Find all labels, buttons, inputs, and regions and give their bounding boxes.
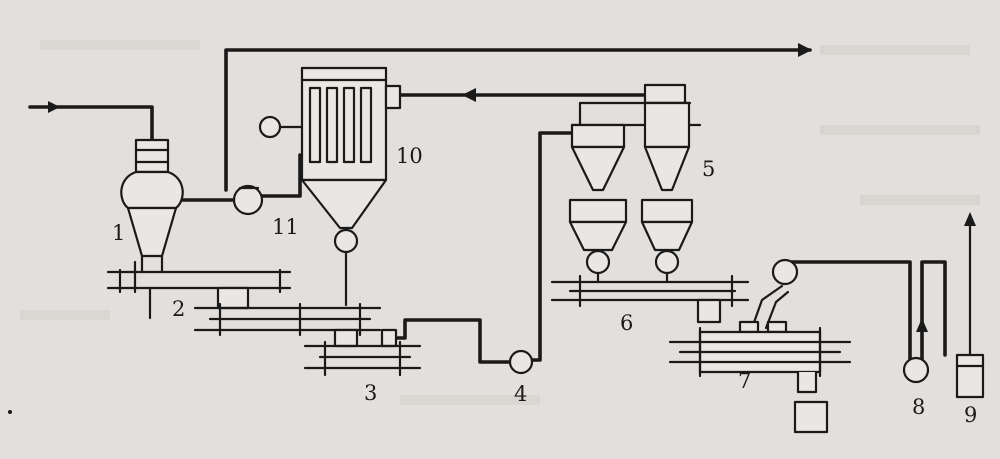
exhaust-arrow-icon (798, 43, 812, 57)
collector-arrow-icon (964, 212, 976, 226)
pipe-8-to-9 (920, 260, 947, 362)
unit-1-mill (120, 138, 184, 274)
unit-11-fan (232, 184, 264, 216)
label-4: 4 (514, 382, 527, 406)
top-exhaust-pipe (224, 48, 812, 192)
return-arrow-icon (462, 88, 476, 102)
label-7: 7 (738, 369, 751, 393)
label-9: 9 (964, 403, 977, 427)
riser-arrow-icon (916, 318, 928, 332)
unit-7-rotary-unit (668, 258, 852, 434)
pipe-11-to-10 (260, 153, 302, 198)
unit-6-conveyor (550, 271, 750, 324)
inlet-arrow-icon (48, 101, 60, 113)
unit-4-fan (508, 349, 534, 375)
label-3: 3 (364, 381, 377, 405)
unit-labels: 1 2 3 4 5 6 7 8 9 10 11 (112, 144, 977, 427)
label-5: 5 (702, 157, 715, 181)
label-11: 11 (272, 215, 299, 239)
unit-5-cyclones (568, 83, 702, 275)
unit-3-conveyor (303, 328, 422, 377)
label-2: 2 (172, 297, 185, 321)
page-background-texture (20, 40, 980, 405)
label-1: 1 (112, 221, 125, 245)
pipe-7-to-8 (788, 260, 912, 362)
unit-10-bag-filter (258, 66, 402, 254)
pipework (28, 43, 976, 364)
unit-2-conveyor (106, 260, 382, 337)
feed-inlet-pipe (28, 105, 154, 142)
pipe-3-to-4 (393, 318, 512, 364)
label-10: 10 (396, 144, 423, 168)
pipe-4-to-5 (530, 131, 572, 362)
label-6: 6 (620, 311, 633, 335)
unit-9-collector (955, 353, 985, 399)
label-8: 8 (912, 395, 925, 419)
unit-8-fan (902, 356, 930, 384)
margin-dot (8, 410, 12, 414)
